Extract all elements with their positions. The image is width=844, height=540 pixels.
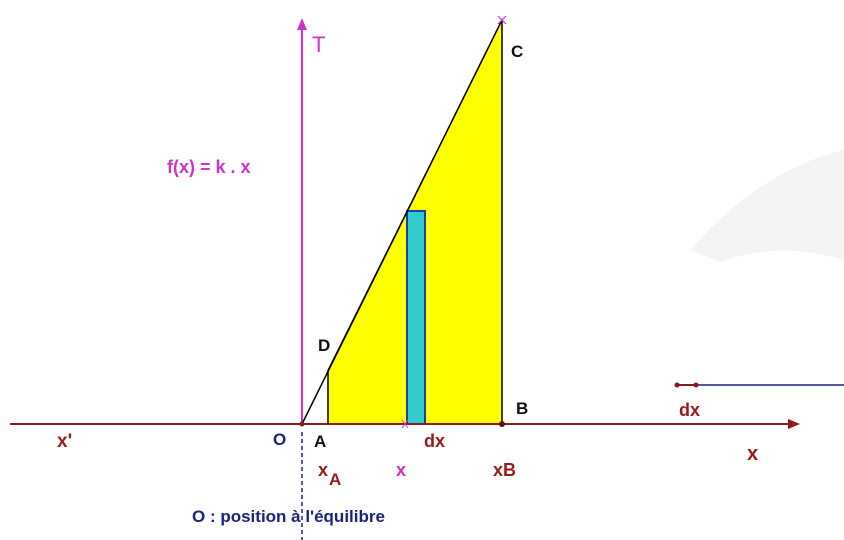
background-shade [690,150,844,262]
point-b-label: B [516,399,528,418]
x-a-main: x [318,460,328,480]
x-b-label: xB [493,460,516,480]
strip-axis-marker [401,419,409,429]
point-a-label: A [314,432,326,451]
dx-legend-end-dot [693,382,699,388]
point-o-marker [299,421,305,427]
x-a-sub: A [329,470,341,489]
point-b-marker [499,421,505,427]
function-label: f(x) = k . x [167,157,251,177]
x-b-main: x [493,460,503,480]
dx-axis-label: dx [424,431,445,451]
point-c-marker [497,15,507,25]
x-b-sub: B [503,460,516,480]
point-c-label: C [511,42,523,61]
x-axis-arrow [788,419,800,429]
dx-legend-start-dot [674,382,680,388]
point-d-label: D [318,336,330,355]
t-axis-arrow [297,18,307,30]
dx-legend-label: dx [679,400,700,420]
x-axis-label: x [747,443,758,465]
function-line [301,19,503,425]
x-prime-label: x' [57,431,72,452]
x-mid-label: x [396,460,406,480]
x-a-label: xA [318,460,341,489]
t-axis-label: T [312,32,325,57]
dx-strip [406,210,426,425]
caption: O : position à l'équilibre [192,507,385,526]
origin-label: O [273,430,286,449]
